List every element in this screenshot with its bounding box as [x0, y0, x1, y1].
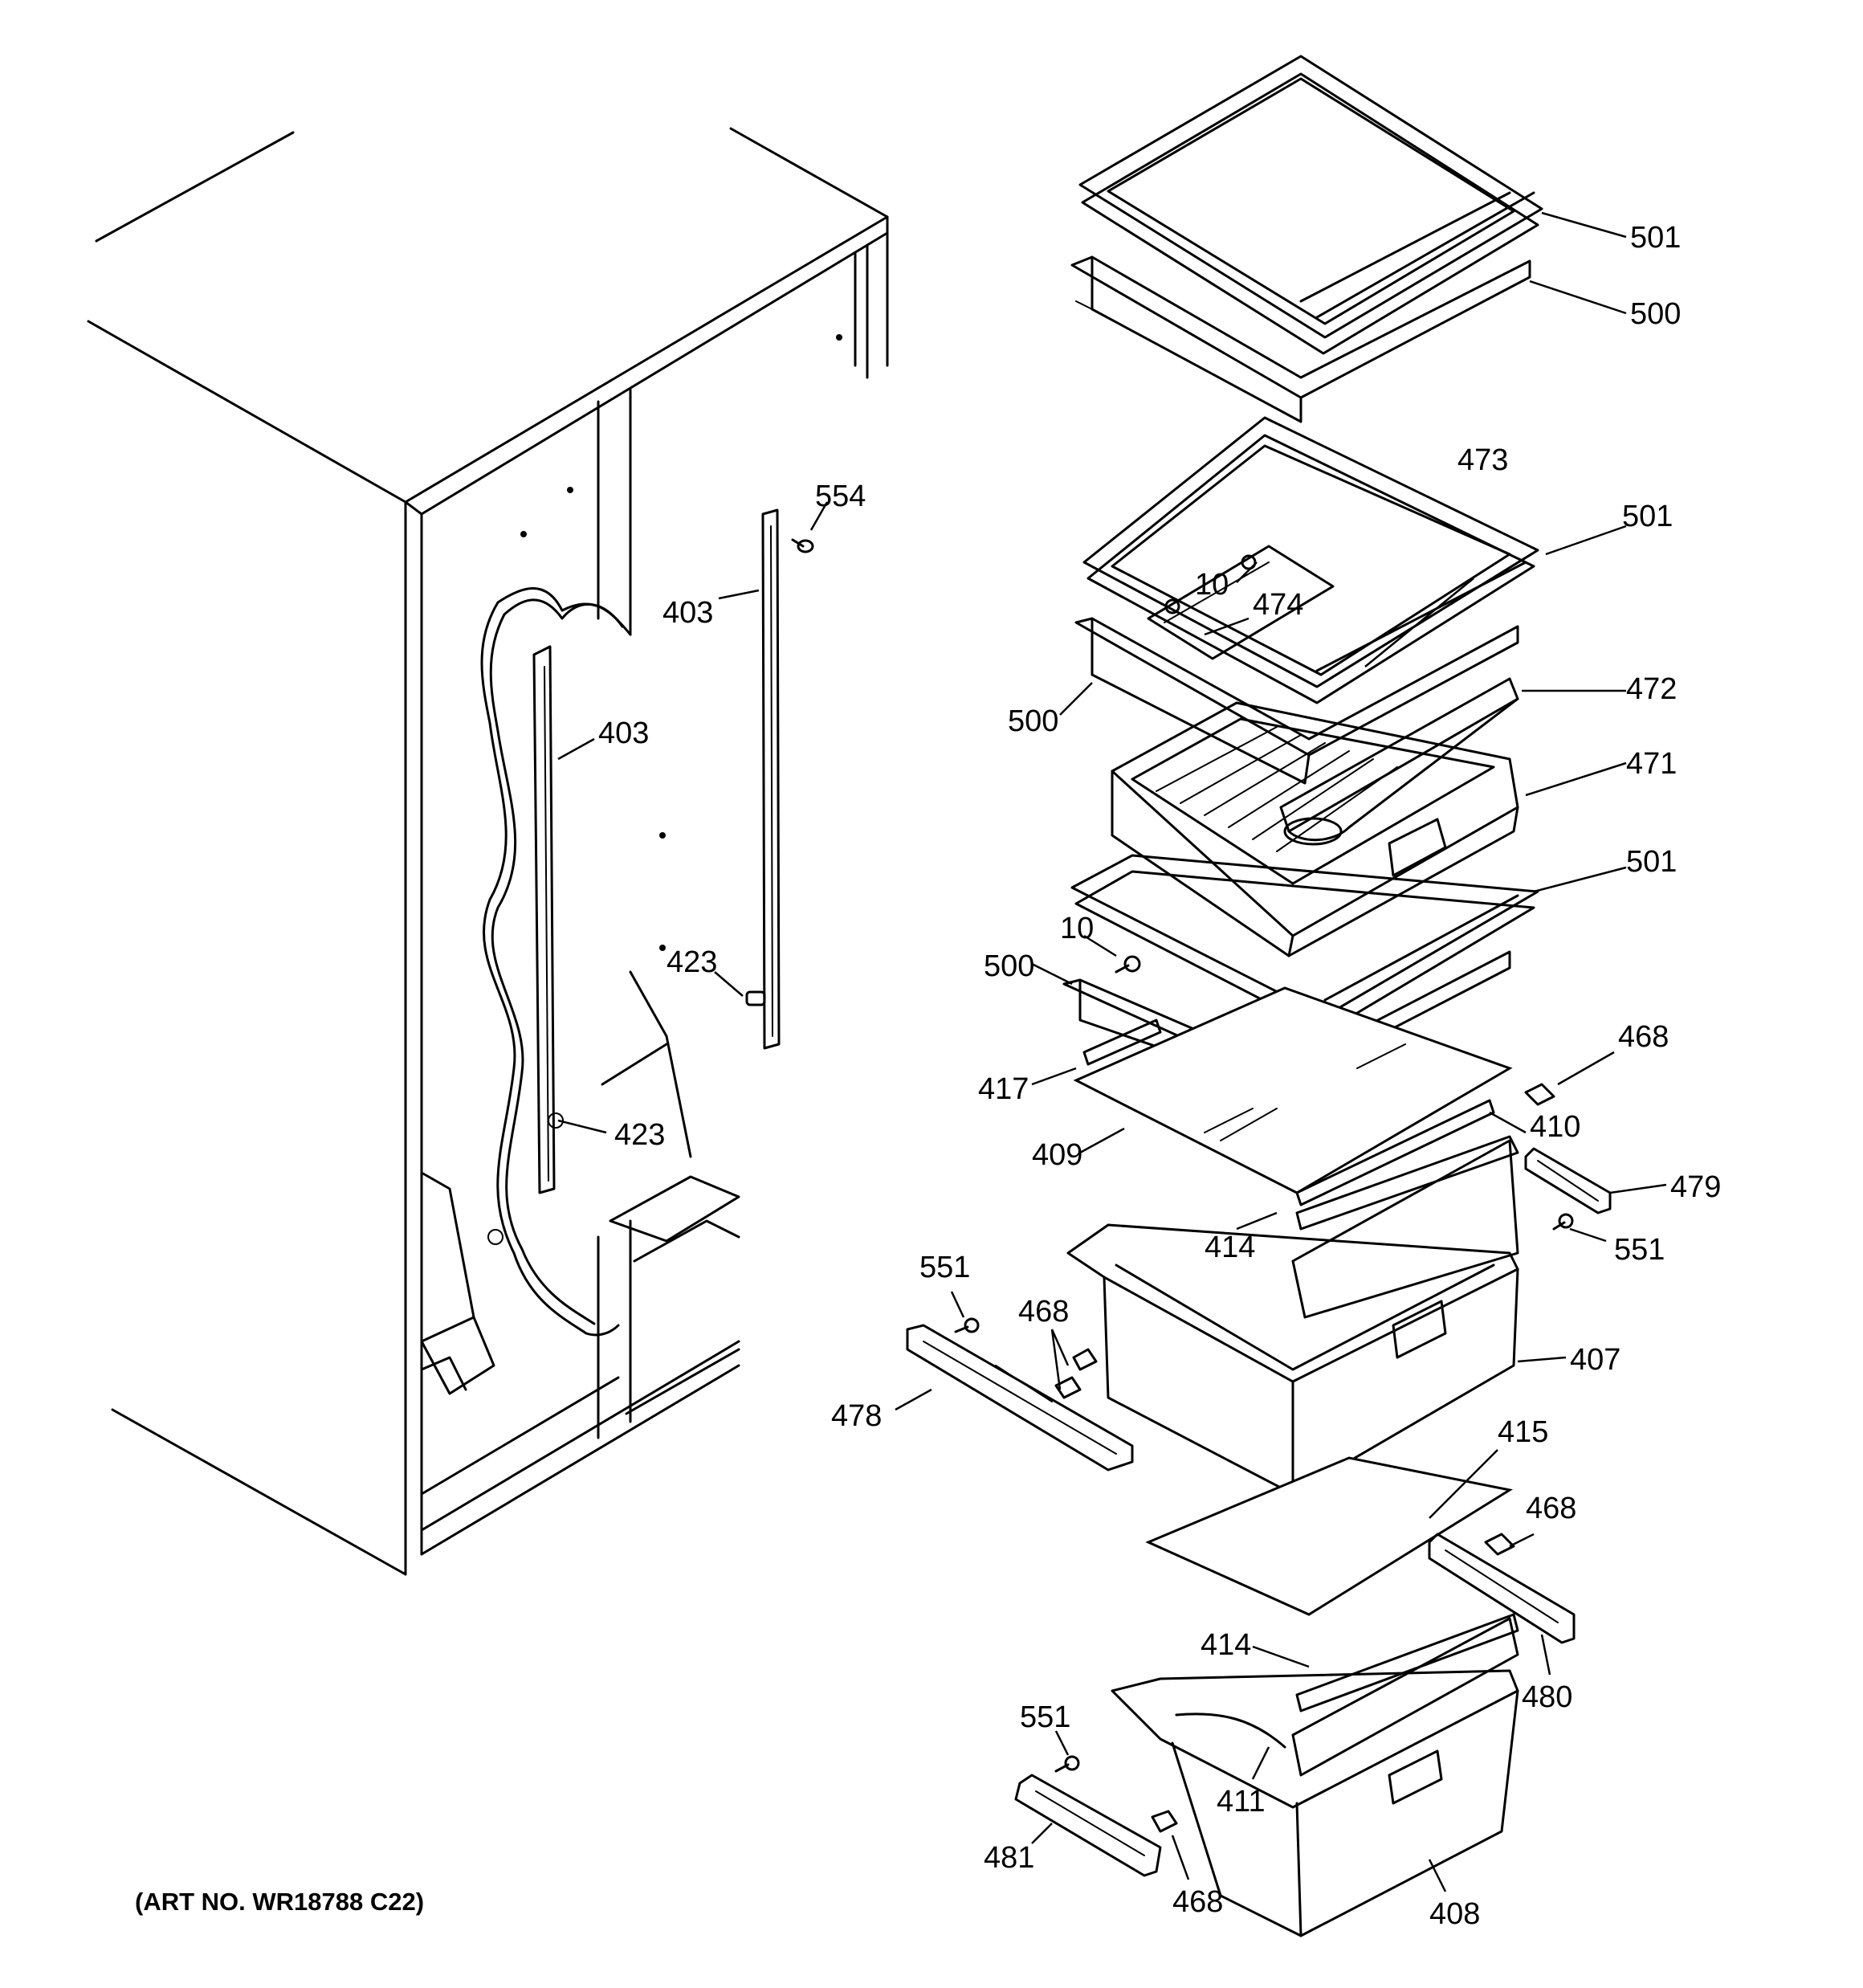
- snack-pan-471: [1111, 701, 1519, 957]
- label-501-second: 501: [1622, 500, 1673, 533]
- shelf-frame-501-third: [1070, 854, 1539, 1034]
- label-479: 479: [1670, 1170, 1721, 1204]
- stop-468-lower: [1151, 1810, 1178, 1833]
- snack-pan-cover-472: [1279, 677, 1519, 846]
- shelf-bracket-500-top: [1070, 255, 1531, 423]
- shelf-bracket-500-second: [1074, 617, 1519, 785]
- stop-468-mid-2: [1054, 1376, 1082, 1399]
- screw-551-left: [954, 1317, 980, 1333]
- screw-10-lower: [1115, 955, 1141, 974]
- callout-labels: 501 500 473 501 554 403 10 474 500 472 4…: [598, 221, 1721, 1931]
- label-501-third: 501: [1626, 845, 1677, 879]
- label-414-lower: 414: [1201, 1628, 1251, 1662]
- label-410: 410: [1530, 1110, 1580, 1144]
- drawer-slide-481: [1014, 1774, 1162, 1877]
- stop-468-upper: [1524, 1083, 1555, 1106]
- label-554: 554: [815, 480, 866, 513]
- drawer-slide-480: [1428, 1533, 1576, 1644]
- glass-shelf-409: [1073, 986, 1513, 1194]
- label-500-top: 500: [1630, 297, 1681, 331]
- label-407: 407: [1570, 1343, 1620, 1377]
- label-408: 408: [1429, 1897, 1480, 1931]
- shelf-ladder-rail-left: [532, 645, 556, 1194]
- label-411: 411: [1217, 1785, 1266, 1819]
- label-478: 478: [831, 1399, 882, 1433]
- pan-drawer-408: [1111, 1669, 1519, 1937]
- pin-423-upper: [745, 990, 766, 1006]
- screw-554: [791, 538, 814, 553]
- screw-551-right: [1552, 1213, 1574, 1231]
- refrigerator-cabinet: [87, 127, 889, 1576]
- label-474: 474: [1253, 588, 1303, 622]
- glass-trim-417: [1082, 1018, 1162, 1066]
- shelf-frame-501-second: [1082, 416, 1539, 704]
- label-10-lower: 10: [1060, 912, 1094, 945]
- drawer-slide-478: [906, 1324, 1134, 1472]
- stop-468-right: [1484, 1533, 1515, 1556]
- crisper-cover-410-trim: [1295, 1099, 1495, 1206]
- shelf-frame-501-top: [1078, 55, 1543, 355]
- screw-10-upper: [1241, 554, 1257, 570]
- screw-551-lower: [1054, 1755, 1080, 1773]
- label-414-upper: 414: [1205, 1231, 1255, 1264]
- glass-cover-415: [1145, 1456, 1514, 1616]
- pin-423-lower: [548, 1112, 564, 1129]
- label-468-lower: 468: [1172, 1885, 1223, 1919]
- label-472: 472: [1626, 672, 1677, 706]
- screw-10-mid: [1164, 598, 1180, 614]
- drawer-handle-411: [1175, 1712, 1286, 1749]
- stop-468-mid-1: [1072, 1348, 1098, 1371]
- label-468-mid: 468: [1018, 1295, 1069, 1329]
- label-409: 409: [1032, 1138, 1082, 1172]
- label-403-right: 403: [662, 596, 713, 630]
- label-500-third: 500: [984, 949, 1034, 983]
- crisper-drawer-front-414: [1291, 1135, 1519, 1319]
- leader-lines: [557, 211, 1667, 1892]
- label-423-upper: 423: [667, 945, 717, 979]
- label-551-lower: 551: [1020, 1700, 1070, 1734]
- label-10-upper: 10: [1195, 568, 1229, 602]
- label-423-lower: 423: [614, 1118, 665, 1152]
- label-473: 473: [1457, 443, 1508, 477]
- label-468-right: 468: [1526, 1492, 1576, 1525]
- label-417: 417: [978, 1072, 1029, 1106]
- slide-bracket-474: [1147, 545, 1335, 660]
- label-501-top: 501: [1630, 221, 1681, 255]
- label-480: 480: [1522, 1680, 1572, 1714]
- label-468-upper: 468: [1618, 1020, 1669, 1054]
- shelf-ladder-rail-right: [761, 508, 781, 1050]
- label-415: 415: [1498, 1415, 1548, 1449]
- drawer-front-414-lower: [1291, 1613, 1519, 1777]
- label-551-left: 551: [919, 1251, 970, 1284]
- art-number: (ART NO. WR18788 C22): [135, 1888, 424, 1916]
- label-551-right: 551: [1614, 1233, 1665, 1267]
- label-471: 471: [1626, 747, 1677, 781]
- drawer-slide-479: [1524, 1147, 1612, 1214]
- label-403-left: 403: [598, 716, 649, 750]
- label-481: 481: [984, 1841, 1034, 1875]
- label-500-second: 500: [1008, 704, 1058, 738]
